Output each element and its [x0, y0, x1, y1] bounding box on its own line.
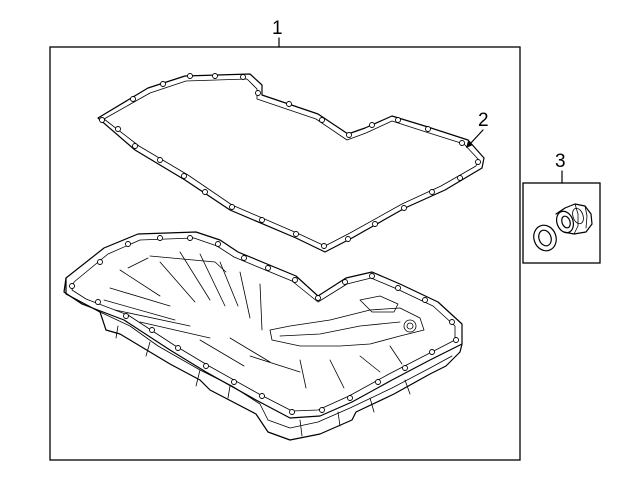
callout-3[interactable]: 3: [555, 151, 566, 172]
callout-2[interactable]: 2: [478, 110, 489, 131]
callout-1[interactable]: 1: [272, 18, 283, 39]
drain-plug-frame: [522, 182, 601, 264]
callout-2-leader: [469, 129, 484, 145]
assembly-frame: [49, 46, 521, 461]
pan-gasket-icon[interactable]: [97, 73, 485, 253]
drain-plug-icon[interactable]: [530, 203, 593, 254]
transmission-oil-pan-icon[interactable]: [63, 231, 463, 441]
callout-2-arrow-icon: [466, 141, 473, 148]
